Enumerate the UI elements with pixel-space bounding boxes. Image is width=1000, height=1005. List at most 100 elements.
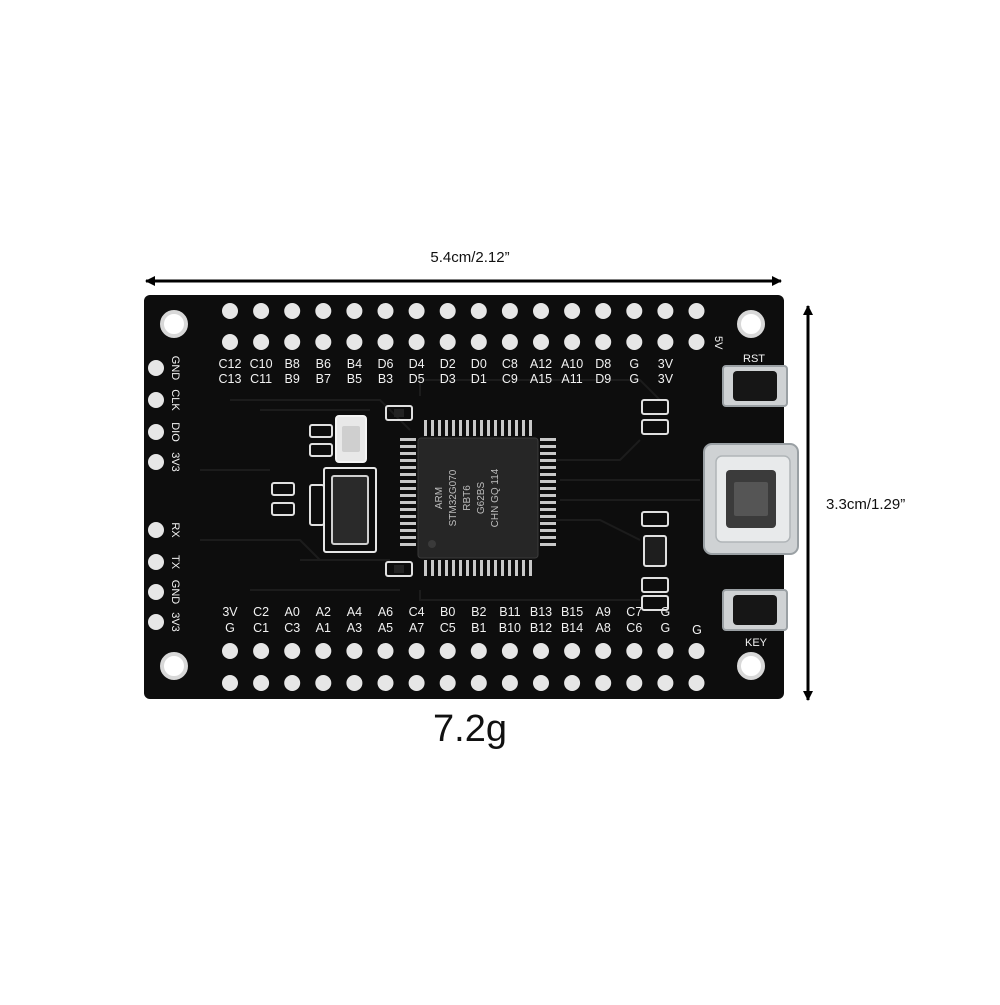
pin-label: B11 <box>499 605 520 619</box>
pin-label: G <box>629 372 639 386</box>
pin-label: RX <box>169 522 181 538</box>
pin-label: D5 <box>409 372 425 386</box>
header-pad <box>222 303 238 319</box>
header-pad <box>657 675 674 691</box>
header-pad <box>284 334 301 350</box>
pin-label: D0 <box>471 357 487 371</box>
header-pad <box>284 303 301 319</box>
mcu-chip <box>417 437 539 559</box>
chip-marking-suffix: RBT6 <box>462 485 473 511</box>
pin-label: C3 <box>284 621 300 635</box>
pin-label-g-bottom-right: G <box>692 623 702 637</box>
crystal-body <box>342 426 360 452</box>
pin-label: B7 <box>316 372 331 386</box>
key-button <box>722 589 788 631</box>
pin-label: A10 <box>561 357 583 371</box>
pin-label: A9 <box>596 605 611 619</box>
header-pad <box>148 392 164 408</box>
pin-label: G <box>661 605 671 619</box>
voltage-regulator-outline <box>323 467 377 553</box>
header-pad <box>501 675 518 691</box>
header-pad <box>595 303 612 319</box>
header-pad <box>315 675 332 691</box>
pin-label: D1 <box>471 372 487 386</box>
mounting-hole-bottom-right <box>737 652 765 680</box>
pin-label-5v: 5V <box>712 336 724 350</box>
pin-label: D9 <box>595 372 611 386</box>
header-pad <box>688 643 705 659</box>
header-pad <box>148 614 164 630</box>
pin-label: B2 <box>471 605 486 619</box>
voltage-regulator <box>331 475 369 545</box>
pin-label: A1 <box>316 621 331 635</box>
chip-marking-arm: ARM <box>434 487 445 509</box>
pin-label: C9 <box>502 372 518 386</box>
pin-label: C11 <box>250 372 272 386</box>
pin-label: A0 <box>285 605 300 619</box>
header-pad <box>148 554 164 570</box>
pin-label: C4 <box>409 605 425 619</box>
header-pad <box>501 334 518 350</box>
header-pad <box>284 643 301 659</box>
header-pad <box>626 643 643 659</box>
header-pad <box>253 334 270 350</box>
header-pad <box>626 303 643 319</box>
weight-label: 7.2g <box>433 708 507 750</box>
bottom-header-pads <box>222 643 705 691</box>
pin-label: C10 <box>250 357 273 371</box>
header-pad <box>408 334 425 350</box>
pin-label: 3V3 <box>169 612 181 632</box>
mounting-hole-bottom-left <box>160 652 188 680</box>
pin-label: C7 <box>626 605 642 619</box>
pin-label: A3 <box>347 621 362 635</box>
mounting-hole-top-right <box>737 310 765 338</box>
header-pad <box>595 334 612 350</box>
pin-label: A11 <box>561 372 582 386</box>
header-pad <box>470 643 487 659</box>
header-pad <box>595 643 612 659</box>
pin-label: A2 <box>316 605 331 619</box>
header-pad <box>253 675 270 691</box>
pin-label: B10 <box>499 621 521 635</box>
header-pad <box>564 643 581 659</box>
pin-label: 3V3 <box>169 452 181 472</box>
chip-marking-part: STM32G070 <box>448 469 459 526</box>
header-pad <box>148 454 164 470</box>
pin-label: B13 <box>530 605 552 619</box>
header-pad <box>470 303 487 319</box>
pin-label: D3 <box>440 372 456 386</box>
pin-label: CLK <box>169 389 181 411</box>
header-pad <box>148 424 164 440</box>
width-dimension-label: 5.4cm/2.12” <box>430 249 510 266</box>
top-header-pads <box>222 303 705 350</box>
header-pad <box>439 303 456 319</box>
pin-label: C2 <box>253 605 269 619</box>
header-pad <box>284 675 301 691</box>
header-pad <box>564 334 581 350</box>
header-pad <box>222 675 238 691</box>
pin-label: A4 <box>347 605 362 619</box>
pin-label: A8 <box>596 621 611 635</box>
header-pad <box>377 675 394 691</box>
pin-label: B3 <box>378 372 393 386</box>
pin-label: B9 <box>285 372 300 386</box>
pin-label: A5 <box>378 621 393 635</box>
pin-label: 3V <box>658 357 674 371</box>
pin-label: D8 <box>595 357 611 371</box>
header-pad <box>626 334 643 350</box>
pin-label: C12 <box>219 357 242 371</box>
pin-label: GND <box>169 580 181 605</box>
header-pad <box>377 643 394 659</box>
chip-marking-origin: CHN GQ 114 <box>490 468 501 527</box>
pin-label: GND <box>169 356 181 381</box>
header-pad <box>688 675 705 691</box>
pin-label: A6 <box>378 605 393 619</box>
pin-label: B6 <box>316 357 331 371</box>
header-pad <box>315 334 332 350</box>
header-pad <box>564 675 581 691</box>
pin-label: D6 <box>378 357 394 371</box>
header-pad <box>533 334 549 350</box>
mounting-hole-top-left <box>160 310 188 338</box>
